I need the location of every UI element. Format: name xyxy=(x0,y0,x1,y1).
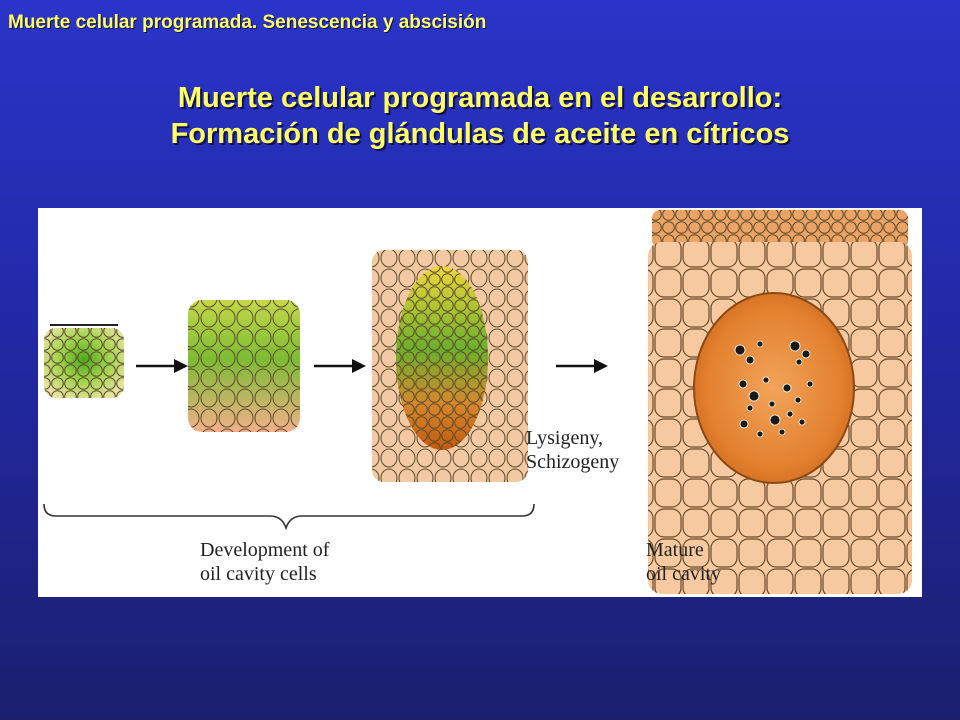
oil-droplets xyxy=(734,340,814,438)
label-mature-line-1: Mature xyxy=(646,539,704,561)
figure-drawing xyxy=(43,210,912,594)
label-development-line-2: oil cavity cells xyxy=(200,563,317,585)
stage-3-tissue xyxy=(372,250,528,482)
label-lysigeny-schizogeny: Lysigeny, Schizogeny xyxy=(526,426,619,474)
stage-4-mature-cavity xyxy=(648,210,912,594)
slide-title-line-2: Formación de glándulas de aceite en cítr… xyxy=(170,118,790,150)
oil-gland-development-figure: Lysigeny, Schizogeny Development of oil … xyxy=(38,208,922,597)
development-bracket xyxy=(43,503,535,531)
arrow-2 xyxy=(314,359,366,373)
label-mature-line-2: oil cavity xyxy=(646,563,721,585)
label-development-line-1: Development of xyxy=(200,539,330,561)
slide-header-label: Muerte celular programada. Senescencia y… xyxy=(8,12,487,33)
slide-title-line-1: Muerte celular programada en el desarrol… xyxy=(177,82,783,114)
stage-2-tissue xyxy=(188,300,300,432)
arrow-1 xyxy=(136,359,188,373)
label-process-line-1: Lysigeny, xyxy=(526,427,604,449)
arrow-3 xyxy=(556,359,608,373)
label-development: Development of oil cavity cells xyxy=(200,538,329,586)
label-process-line-2: Schizogeny xyxy=(526,451,620,473)
stage-1-tissue xyxy=(44,324,124,398)
label-mature-cavity: Mature oil cavity xyxy=(646,538,721,586)
